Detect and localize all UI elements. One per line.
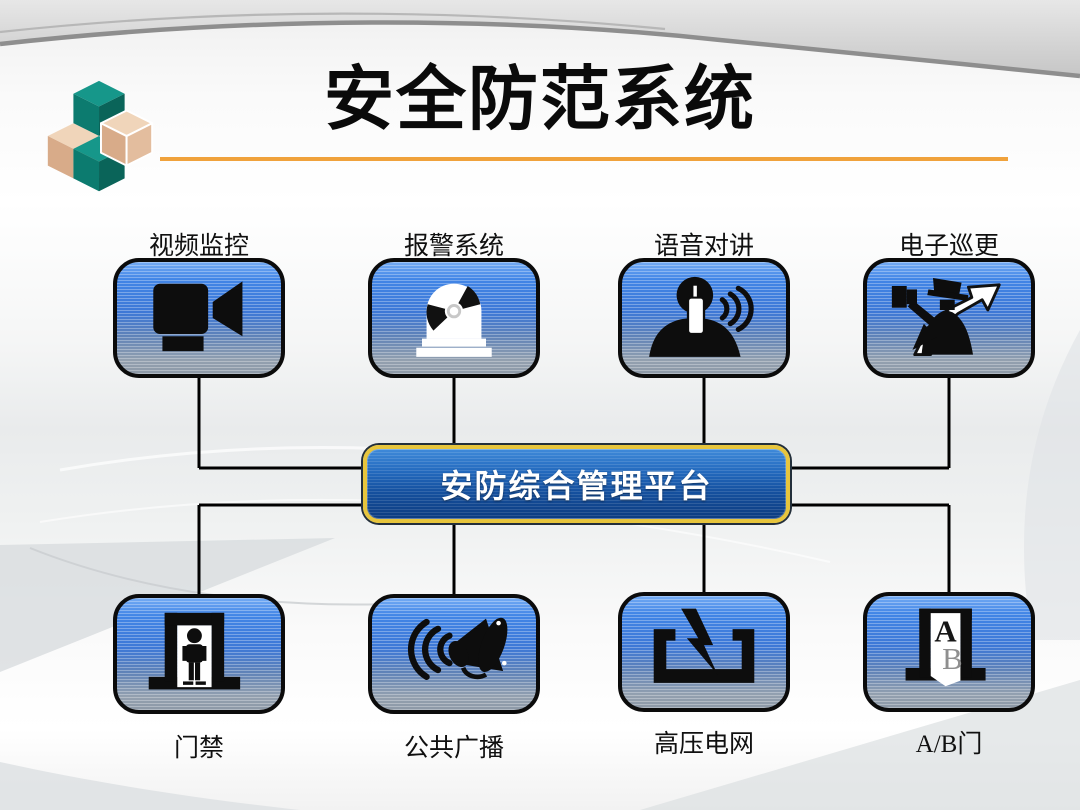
node-label-alarm-system: 报警系统 bbox=[403, 233, 504, 260]
door-person-icon bbox=[148, 612, 241, 690]
node-label-video-surveillance: 视频监控 bbox=[148, 233, 249, 260]
node-label-ab-door: A/B门 bbox=[915, 731, 983, 758]
ab-door-icon: A B bbox=[905, 608, 986, 687]
platform-box: 安防综合管理平台 bbox=[363, 445, 790, 523]
platform-label: 安防综合管理平台 bbox=[440, 468, 713, 504]
node-video-surveillance bbox=[113, 258, 285, 378]
node-label-access-control: 门禁 bbox=[173, 735, 224, 762]
node-label-voice-intercom: 语音对讲 bbox=[653, 233, 754, 260]
node-label-electronic-patrol: 电子巡更 bbox=[898, 233, 999, 260]
door-letter-a: A bbox=[934, 615, 957, 649]
node-access-control bbox=[113, 594, 285, 714]
node-label-high-voltage-fence: 高压电网 bbox=[653, 731, 754, 758]
cube-logo bbox=[47, 80, 154, 192]
slide-title: 安全防范系统 bbox=[324, 62, 756, 139]
node-high-voltage-fence bbox=[618, 592, 790, 712]
node-ab-door: A B bbox=[863, 592, 1035, 712]
loudspeaker-icon bbox=[407, 617, 508, 680]
door-letter-b: B bbox=[942, 642, 963, 676]
node-label-public-address: 公共广播 bbox=[403, 735, 504, 762]
intercom-icon bbox=[649, 276, 754, 357]
node-alarm-system bbox=[368, 258, 540, 378]
alarm-siren-icon bbox=[416, 283, 492, 357]
patrol-guard-icon bbox=[891, 278, 1001, 356]
lightning-bracket-icon bbox=[653, 608, 755, 683]
node-public-address bbox=[368, 594, 540, 714]
node-voice-intercom bbox=[618, 258, 790, 378]
node-electronic-patrol bbox=[863, 258, 1035, 378]
title-underline bbox=[160, 157, 1008, 161]
video-camera-icon bbox=[153, 281, 243, 352]
